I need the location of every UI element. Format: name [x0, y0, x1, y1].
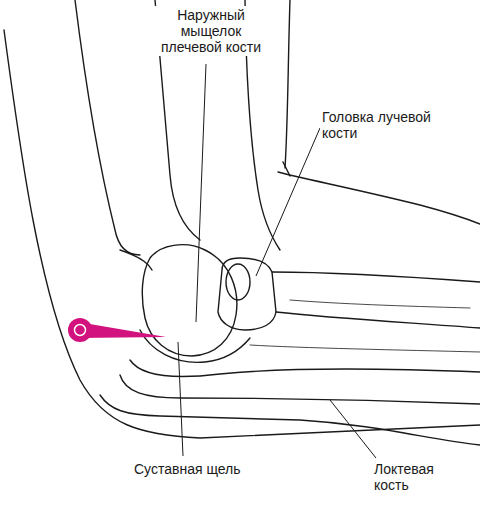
ulna-outline [130, 360, 480, 376]
radial-head [218, 258, 276, 330]
needle-hub [68, 318, 92, 342]
forearm-outline [278, 172, 480, 224]
needle-hub-ring [75, 325, 86, 336]
part-label: Суставная щель [132, 460, 266, 478]
elbow-drawing [4, 0, 480, 445]
radius-outline [272, 272, 480, 282]
ulna-outline [120, 375, 480, 404]
leader-line [256, 128, 320, 276]
condyle [142, 245, 237, 356]
part-label: Локтевая кость [372, 460, 456, 494]
arm-outline [285, 0, 290, 168]
radius-outline [276, 312, 480, 328]
radius-shading [290, 300, 470, 308]
condyle-edge [120, 250, 152, 270]
leader-line [330, 400, 376, 458]
leader-line [178, 342, 183, 456]
radial-head-surface [226, 264, 250, 300]
part-label: Головка лучевой кости [320, 108, 450, 142]
part-label: Наружный мыщелок плечевой кости [150, 6, 272, 56]
skin-outline [4, 30, 480, 438]
fold-line [283, 162, 290, 176]
needle-marker [68, 318, 166, 342]
ulna-outline [250, 345, 480, 352]
joint-line [140, 330, 250, 362]
leader-line [196, 64, 206, 322]
humerus-outline [75, 0, 140, 255]
